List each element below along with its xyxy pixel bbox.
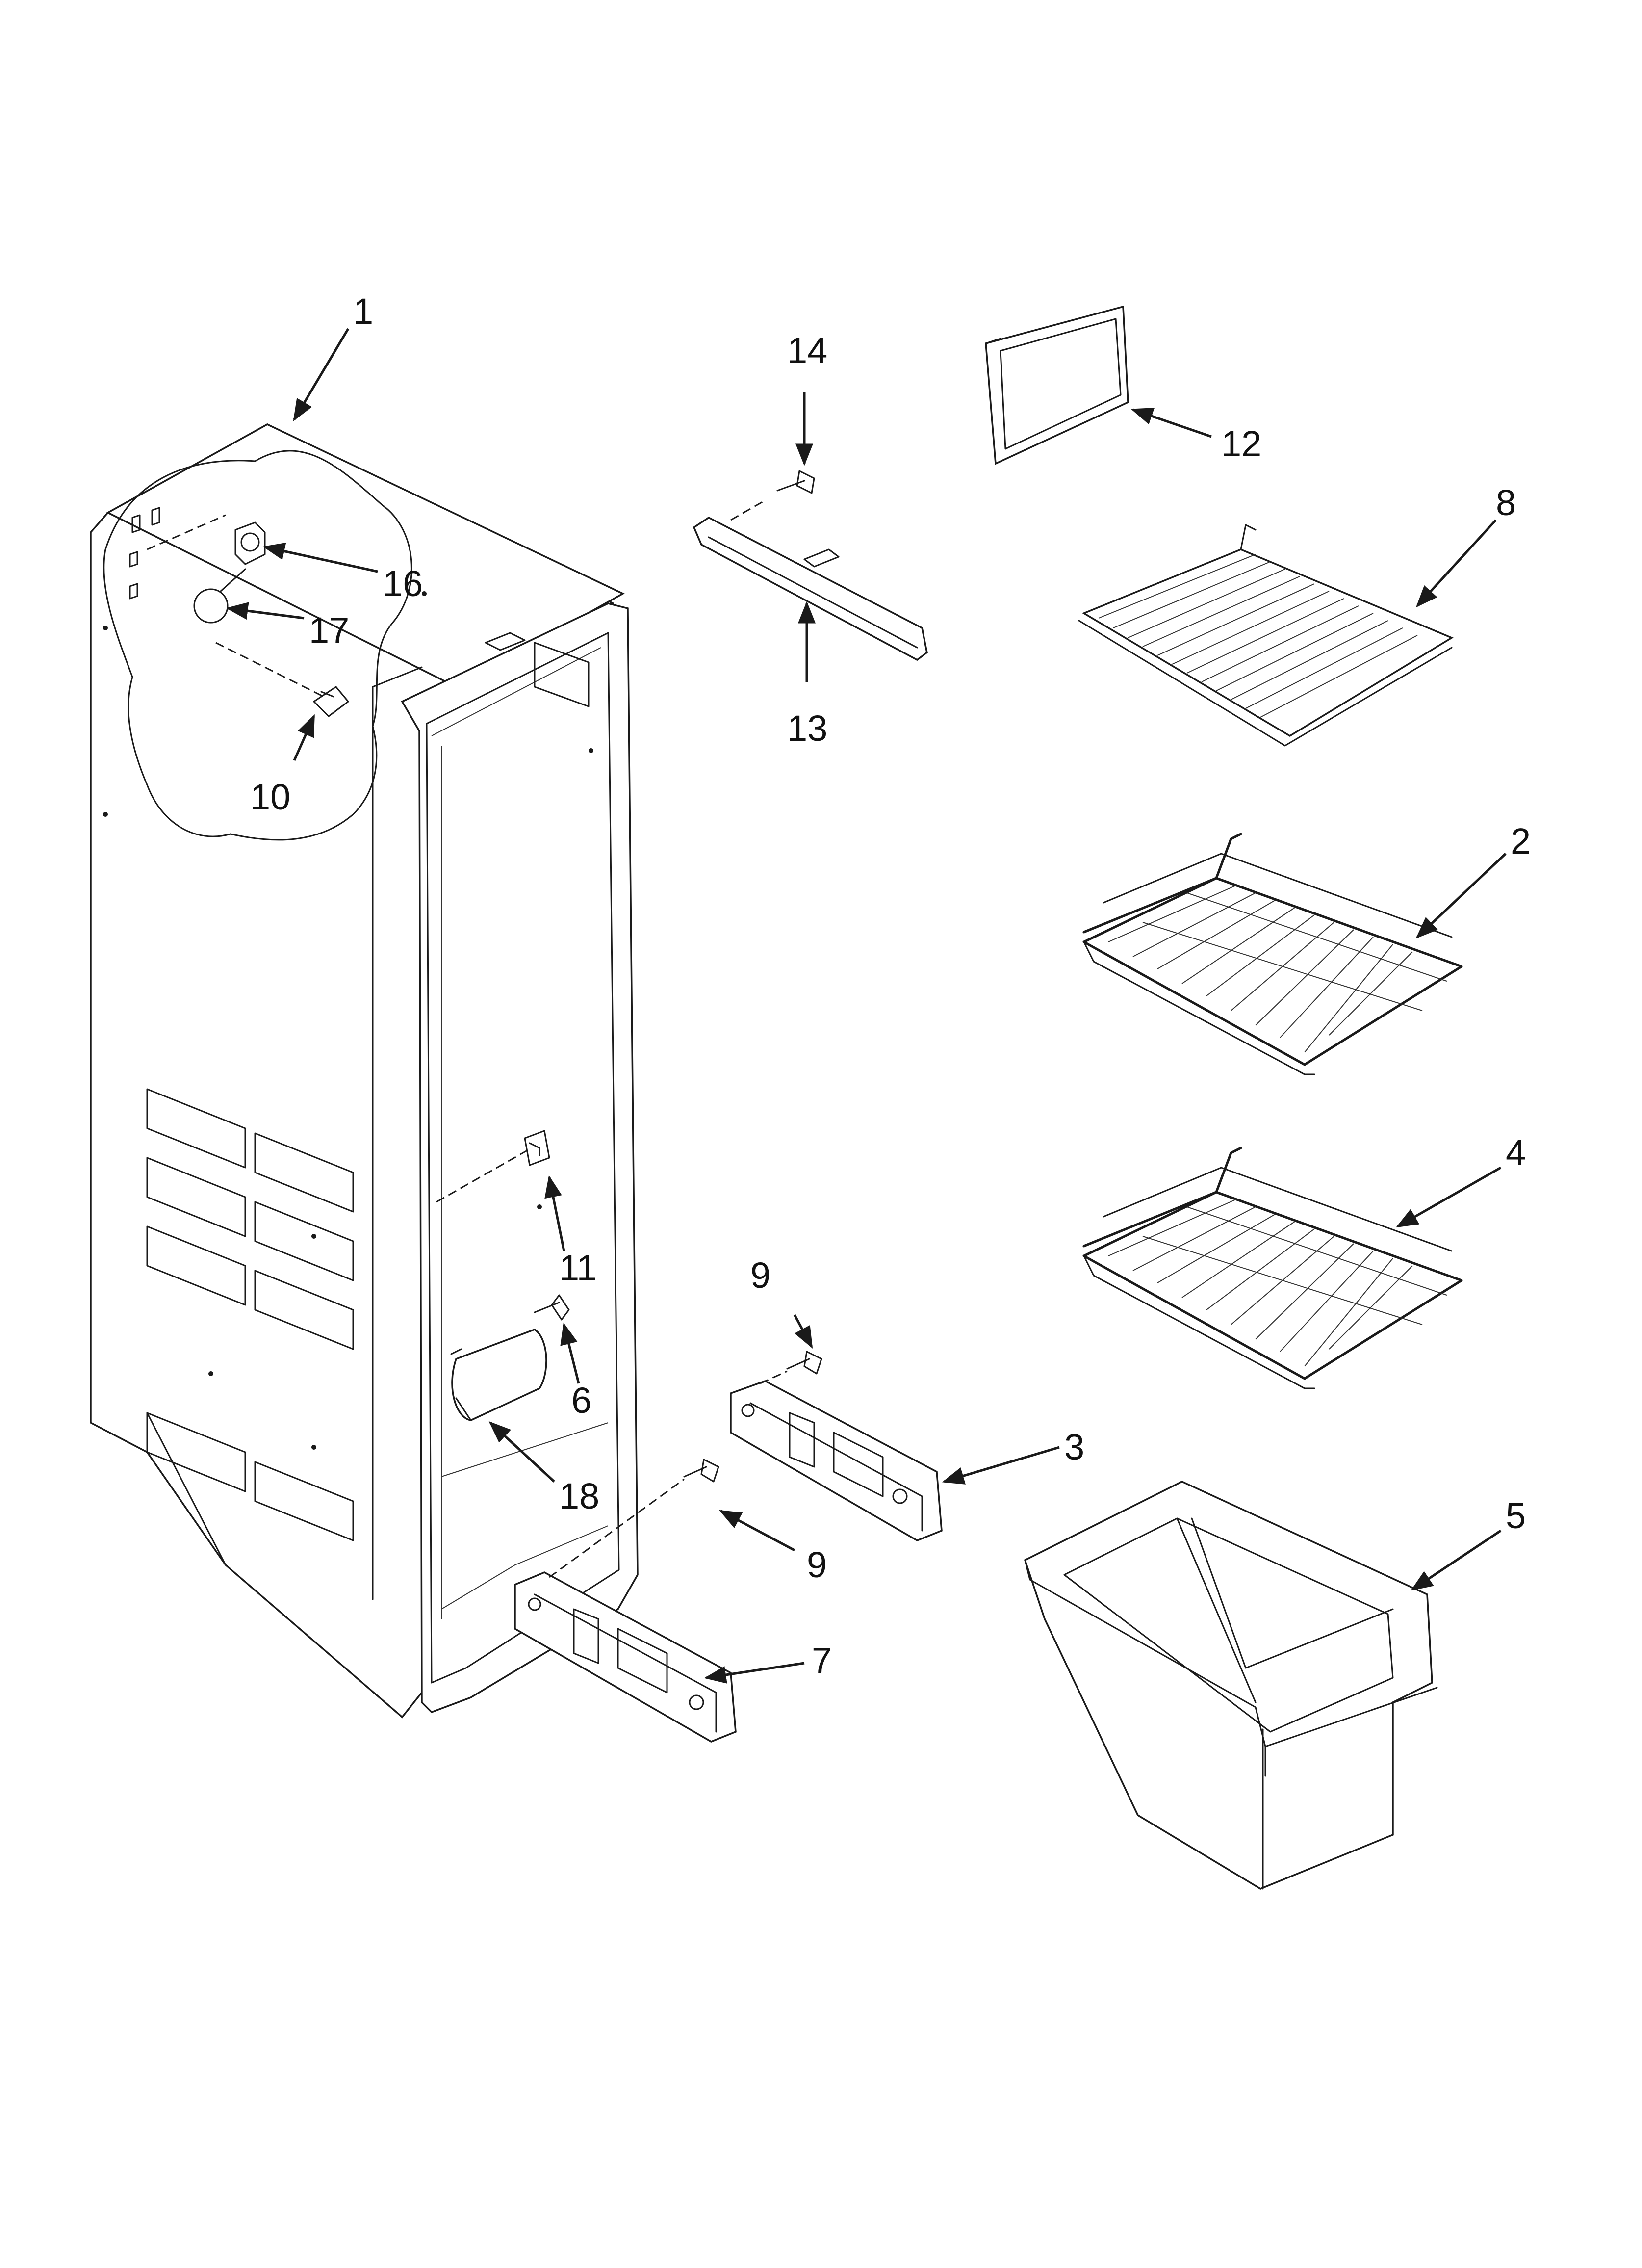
screw-9-lower [549, 1459, 719, 1578]
callout-5: 5 [1506, 1495, 1526, 1536]
callout-11: 11 [559, 1248, 597, 1288]
callout-17: 17 [309, 610, 349, 651]
callout-8: 8 [1496, 482, 1516, 523]
callout-18: 18 [559, 1476, 599, 1516]
callout-1: 1 [353, 291, 373, 332]
callout-6: 6 [571, 1380, 591, 1421]
callout-16: 16 [383, 563, 423, 604]
callout-9-upper: 9 [750, 1255, 770, 1296]
screw-9-upper [760, 1351, 822, 1384]
shelf-support-7 [514, 1571, 737, 1743]
lamp-bracket [313, 686, 349, 717]
cover-panel [985, 305, 1129, 465]
shelf-support-3 [730, 1380, 943, 1541]
wire-shelf-2 [1082, 833, 1463, 1075]
callout-12: 12 [1221, 423, 1261, 464]
callout-9-lower: 9 [807, 1544, 827, 1585]
thermistor-cover [450, 1329, 547, 1421]
callout-4: 4 [1506, 1132, 1526, 1173]
shelf-8 [1078, 524, 1454, 747]
leader-lines [226, 328, 1507, 1684]
shelf-rail [693, 499, 928, 661]
screw-14 [776, 470, 815, 494]
callout-7: 7 [812, 1640, 832, 1681]
callout-13: 13 [787, 708, 827, 749]
callout-3: 3 [1064, 1427, 1084, 1467]
screw-6 [534, 1294, 570, 1321]
freezer-liner [90, 423, 639, 1719]
wire-shelf-4 [1082, 1147, 1463, 1389]
callout-10: 10 [250, 777, 290, 817]
callout-2: 2 [1511, 821, 1531, 861]
connector [436, 1130, 550, 1203]
callout-labels: 1 2 3 4 5 6 7 8 9 9 10 11 12 13 14 16 17… [250, 291, 1531, 1681]
callout-14: 14 [787, 330, 827, 371]
freezer-bin-5 [1024, 1481, 1438, 1890]
